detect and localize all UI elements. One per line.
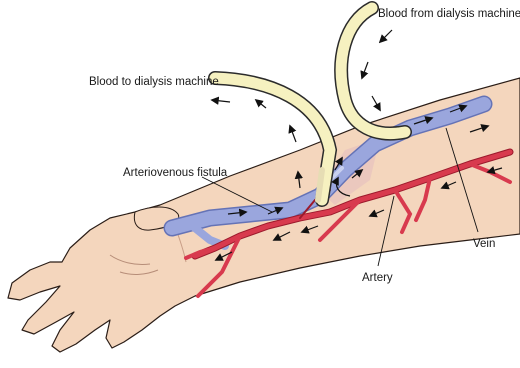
arrow-to-machine-2 bbox=[256, 100, 266, 108]
arrow-to-machine-3 bbox=[290, 126, 296, 142]
label-blood-to-machine: Blood to dialysis machine bbox=[89, 77, 219, 89]
label-arteriovenous-fistula: Arteriovenous fistula bbox=[123, 168, 227, 180]
arrow-from-machine-1 bbox=[380, 30, 392, 42]
label-blood-from-machine: Blood from dialysis machine bbox=[378, 9, 520, 21]
arrow-from-machine-3 bbox=[372, 96, 380, 110]
label-artery: Artery bbox=[362, 273, 393, 285]
arrow-from-machine-2 bbox=[362, 62, 368, 78]
label-vein: Vein bbox=[473, 239, 495, 251]
arrow-to-machine-1 bbox=[212, 100, 230, 102]
